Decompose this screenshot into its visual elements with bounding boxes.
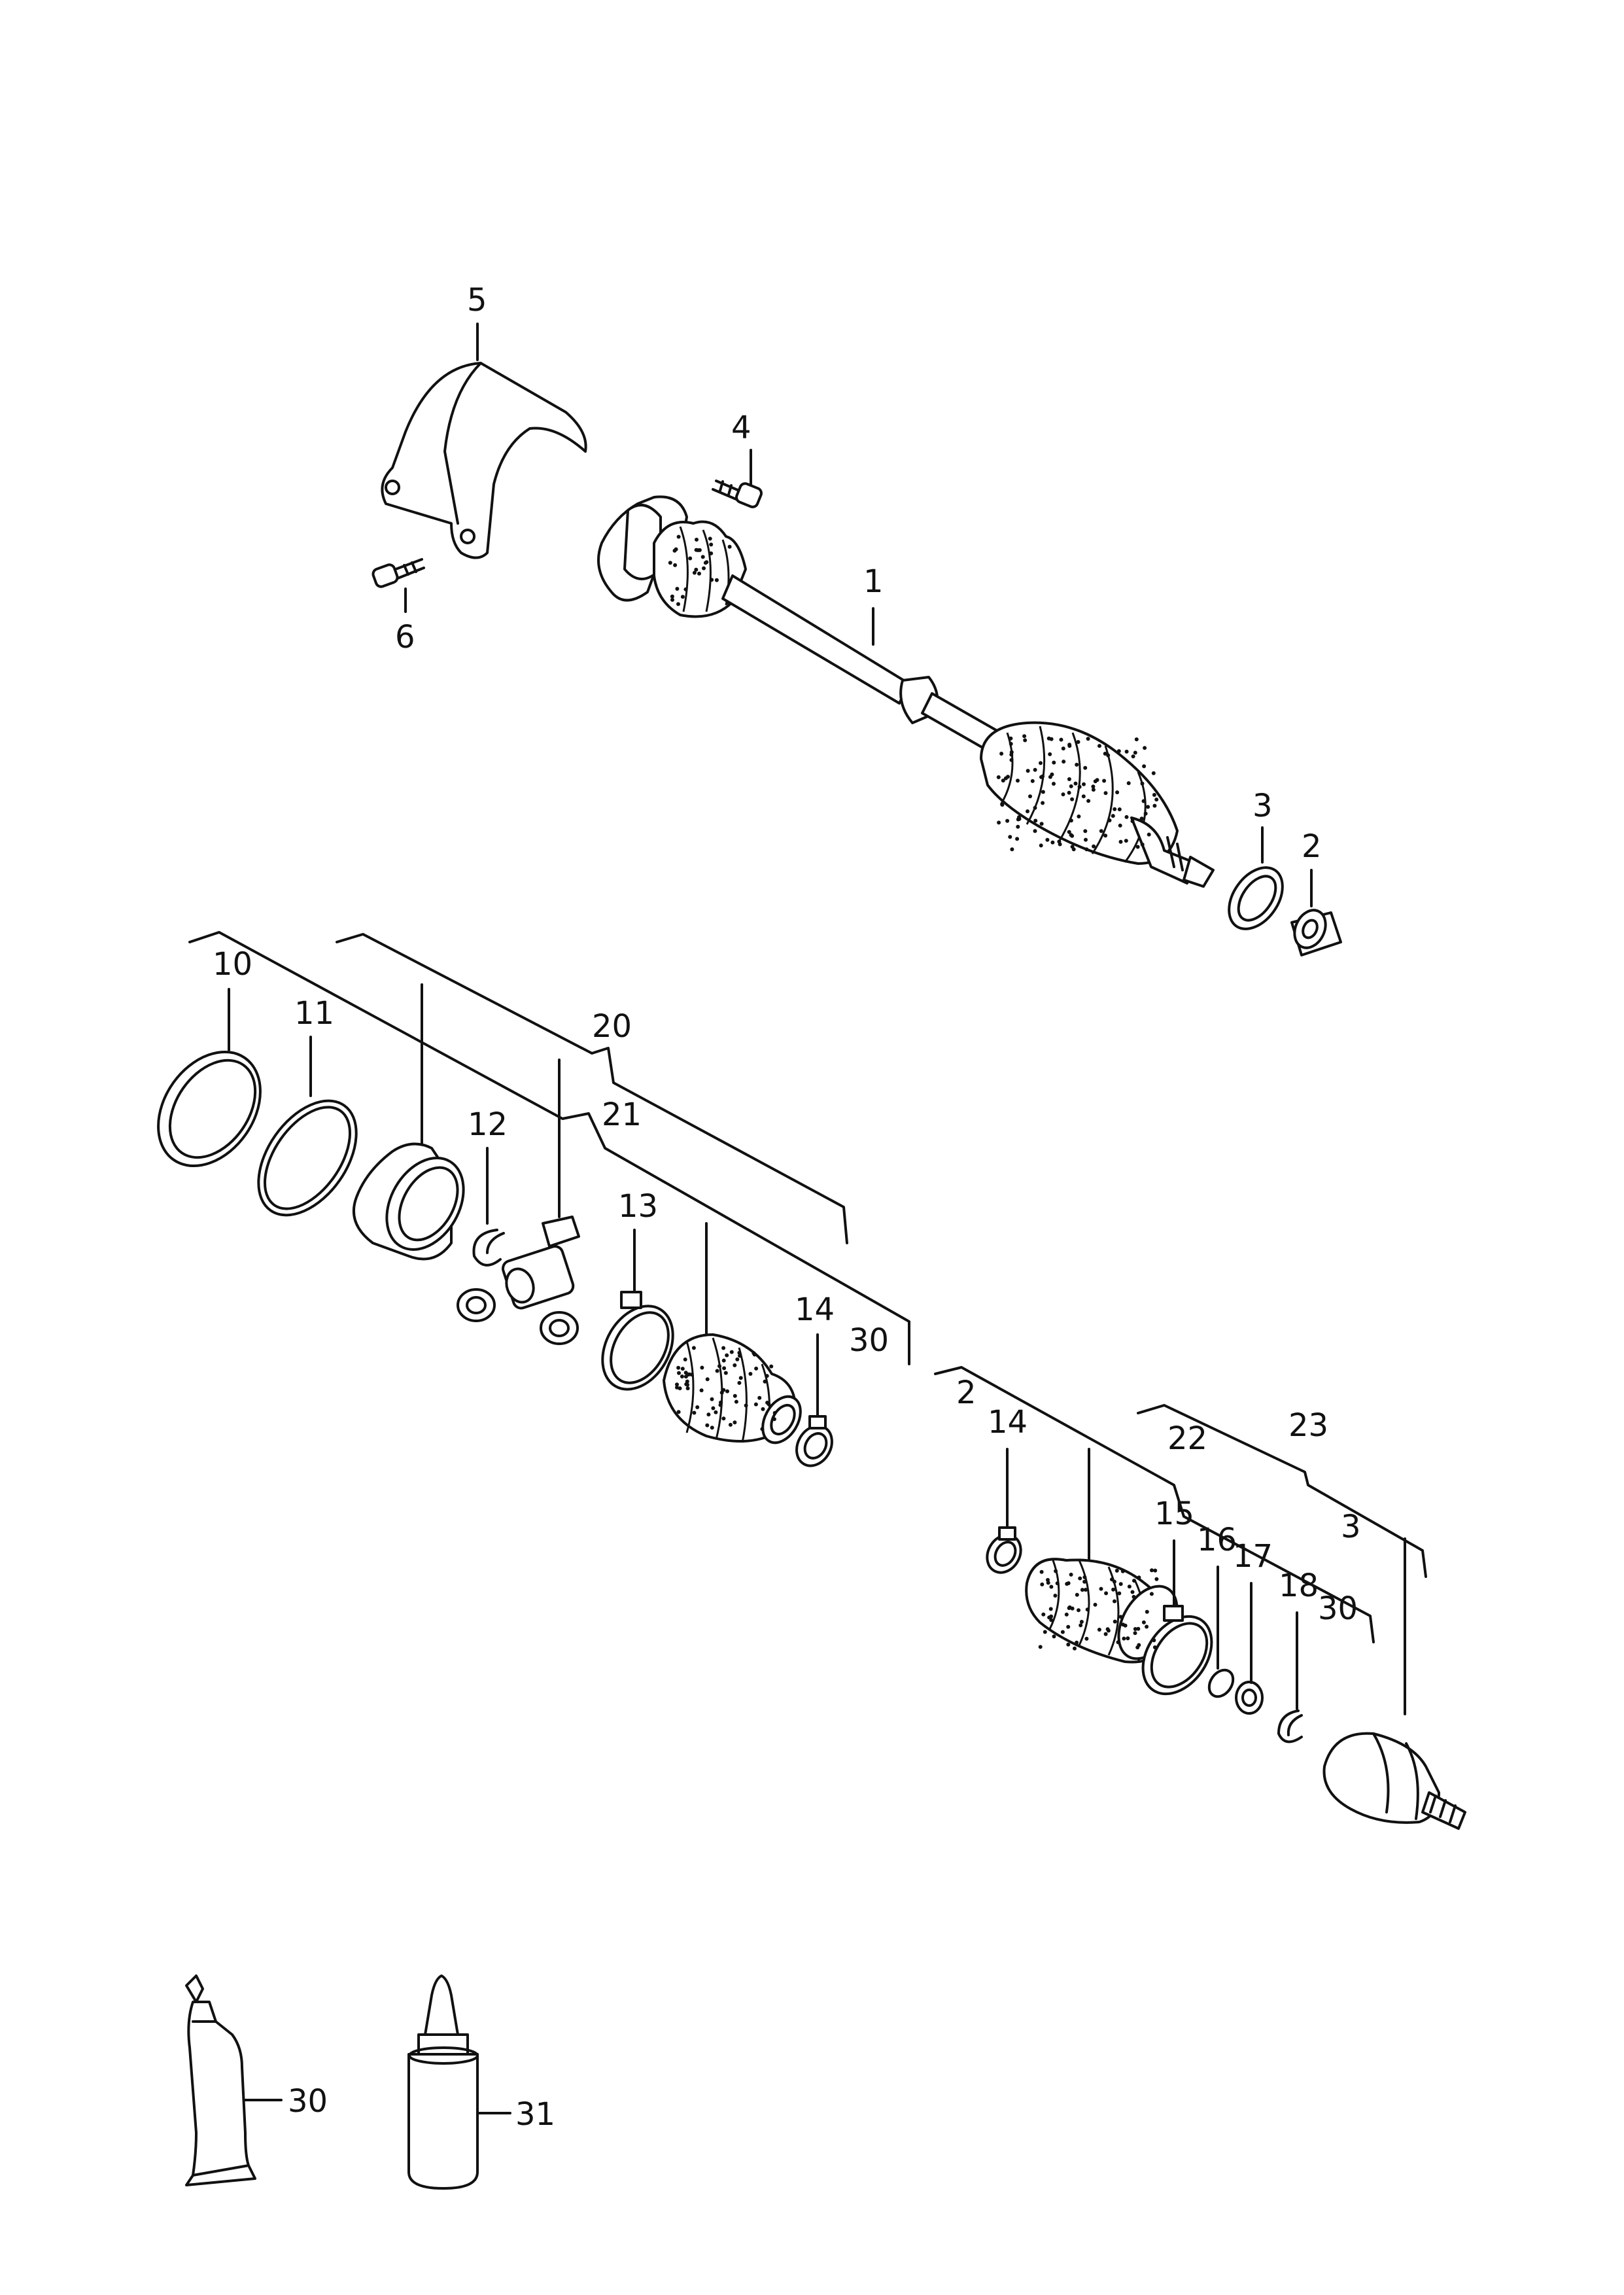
label-3a: 3 [1253,788,1273,824]
part-14-small-clamp-lower[interactable] [980,1526,1028,1579]
part-6-bolt[interactable] [371,558,425,588]
label-14a: 14 [795,1291,835,1328]
part-13-clamp[interactable] [588,1291,687,1402]
label-2b: 2 [956,1375,976,1411]
part-21-tripod[interactable] [457,1216,580,1345]
bracket-group-inner-joint [188,931,910,1365]
part-14-small-clamp[interactable] [789,1415,838,1472]
label-30c: 30 [288,2083,328,2120]
label-12: 12 [468,1106,508,1143]
part-2-nut[interactable] [1288,905,1342,956]
label-22: 22 [1167,1420,1207,1457]
label-21: 21 [602,1096,642,1133]
label-1: 1 [863,563,884,600]
label-11: 11 [294,995,334,1032]
label-5: 5 [467,282,487,319]
label-3b: 3 [1341,1509,1361,1545]
label-10: 10 [213,946,252,983]
part-31-sealant-bottle[interactable] [407,1974,479,2190]
part-11-o-ring[interactable] [239,1083,377,1233]
label-17: 17 [1233,1538,1273,1575]
label-4: 4 [731,410,752,446]
part-5-heat-shield[interactable] [381,362,587,559]
part-3-outer-cv-joint[interactable] [1322,1732,1466,1830]
label-16: 16 [1197,1522,1237,1558]
part-4-bolt[interactable] [712,480,763,508]
part-16-spacer[interactable] [1204,1666,1237,1701]
part-18-circlip[interactable] [1277,1709,1303,1743]
label-23: 23 [1288,1407,1328,1444]
bracket-group-outer-joint [934,1366,1427,1715]
label-20: 20 [592,1008,632,1045]
label-13: 13 [618,1188,658,1225]
part-3-ring[interactable] [1218,858,1293,939]
part-17-thrust-washer[interactable] [1235,1681,1264,1715]
label-18: 18 [1279,1568,1319,1604]
part-12-circlip[interactable] [472,1229,505,1267]
boot-texture-dots [668,534,1159,1651]
label-31: 31 [515,2096,555,2133]
label-30a: 30 [849,1322,889,1359]
label-30b: 30 [1318,1590,1358,1627]
label-15: 15 [1154,1496,1194,1532]
part-inner-boot[interactable] [663,1333,808,1449]
label-14b: 14 [988,1404,1028,1441]
part-10-seal-ring[interactable] [137,1032,281,1185]
label-6: 6 [395,619,415,656]
part-15-large-clamp[interactable] [1129,1603,1226,1707]
part-1-drive-shaft[interactable] [597,495,1215,888]
label-2a: 2 [1302,828,1322,865]
part-30-grease-tube[interactable] [185,1974,256,2186]
part-inner-joint-housing[interactable] [352,1142,479,1263]
